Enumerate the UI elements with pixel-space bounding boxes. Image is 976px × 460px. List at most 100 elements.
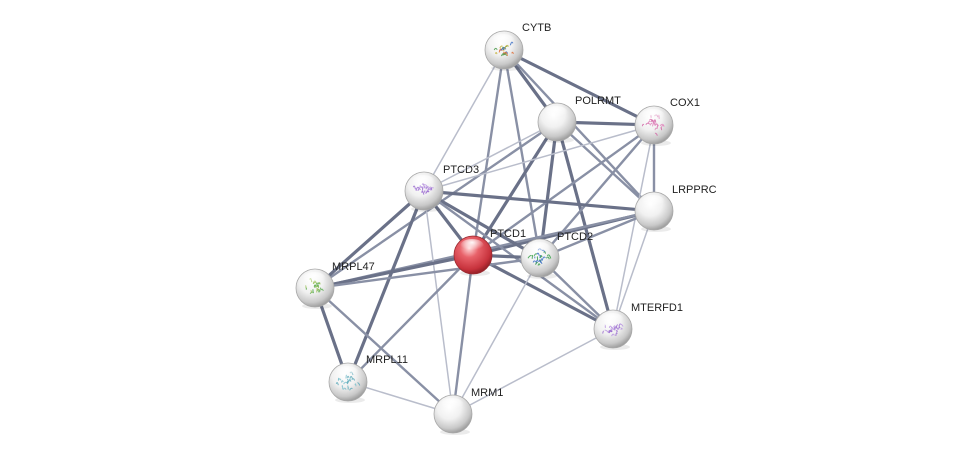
protein-structure-strand (424, 190, 426, 193)
edge-ptcd1-mrpl47[interactable] (313, 253, 475, 290)
protein-structure-strand (608, 330, 613, 334)
protein-structure-strand (541, 256, 546, 261)
node-highlight (491, 34, 515, 48)
node-label-mrpl47: MRPL47 (332, 261, 375, 273)
node-label-cox1: COX1 (670, 97, 700, 109)
node-mrpl47[interactable]: MRPL47 (295, 261, 375, 309)
protein-structure-strand (649, 122, 653, 126)
edge-cox1-ptcd3[interactable] (423, 124, 655, 192)
edge-ptcd1-mrpl11[interactable] (346, 253, 475, 384)
protein-structure-strand (535, 261, 539, 265)
edge-ptcd2-mrm1[interactable] (452, 257, 541, 415)
protein-structure-strand (615, 332, 618, 336)
protein-structure-strand (540, 258, 543, 261)
protein-structure-strand (537, 263, 541, 266)
node-label-mrpl11: MRPL11 (366, 354, 408, 366)
protein-structure-strand (610, 327, 615, 331)
protein-structure-strand (357, 382, 361, 386)
edge-ptcd3-mrpl11[interactable] (346, 189, 426, 384)
protein-structure-strand (310, 289, 313, 294)
edge-mterfd1-mrm1[interactable] (452, 328, 614, 415)
protein-structure-strand (337, 378, 342, 381)
protein-structure-strand (320, 288, 324, 292)
protein-structure-strand (511, 51, 514, 55)
edge-ptcd1-mterfd1[interactable] (471, 253, 615, 331)
node-label-ptcd3: PTCD3 (443, 164, 479, 176)
protein-structure-strand (342, 387, 347, 390)
protein-structure-strand (538, 260, 542, 263)
protein-structure-strand (620, 327, 623, 330)
protein-structure-strand (354, 383, 357, 387)
edge-lrpprc-mterfd1[interactable] (612, 210, 655, 330)
node-polrmt[interactable]: POLRMT (537, 95, 621, 143)
edge-cox1-ptcd1[interactable] (471, 123, 656, 257)
node-mterfd1[interactable]: MTERFD1 (593, 302, 683, 350)
protein-structure-strand (660, 126, 663, 131)
edge-cytb-lrpprc[interactable] (502, 48, 656, 213)
node-ptcd1[interactable]: PTCD1 (453, 228, 526, 276)
node-highlight (335, 366, 359, 380)
edge-lrpprc-ptcd3[interactable] (422, 189, 656, 213)
protein-structure-strand (527, 254, 532, 259)
protein-structure-strand (661, 124, 665, 128)
protein-structure-strand (340, 380, 344, 383)
node-mrm1[interactable]: MRM1 (433, 387, 503, 435)
protein-structure-strand (618, 326, 621, 330)
node-cytb[interactable]: CYTB (484, 22, 551, 71)
node-highlight (641, 195, 665, 209)
node-highlight (440, 398, 464, 412)
protein-structure-strand (502, 53, 508, 56)
protein-structure-strand (545, 256, 550, 260)
protein-structure-strand (645, 122, 651, 125)
protein-structure-strand (654, 132, 658, 136)
edge-polrmt-ptcd1[interactable] (471, 120, 559, 257)
edge-ptcd3-mrm1[interactable] (423, 190, 454, 415)
protein-structure-strand (616, 329, 618, 333)
node-lrpprc[interactable]: LRPPRC (634, 184, 717, 232)
node-label-mrm1: MRM1 (471, 387, 503, 399)
protein-structure-icon (335, 371, 361, 391)
protein-structure-strand (335, 382, 339, 386)
protein-structure-strand (531, 254, 534, 259)
node-label-ptcd2: PTCD2 (557, 231, 593, 243)
node-highlight (600, 313, 624, 327)
protein-structure-strand (500, 48, 505, 51)
edge-lrpprc-ptcd2[interactable] (538, 209, 656, 260)
protein-structure-strand (652, 122, 655, 127)
edge-cytb-cox1[interactable] (502, 48, 656, 127)
edge-cox1-mterfd1[interactable] (612, 124, 655, 330)
protein-structure-strand (417, 188, 421, 192)
edge-cytb-ptcd2[interactable] (502, 48, 542, 260)
edge-polrmt-lrpprc[interactable] (555, 120, 656, 213)
node-mrpl11[interactable]: MRPL11 (328, 354, 408, 403)
edge-ptcd2-mrpl47[interactable] (313, 256, 542, 290)
node-label-mterfd1: MTERFD1 (631, 302, 683, 314)
protein-structure-strand (641, 123, 645, 127)
edge-mrpl47-mrm1[interactable] (313, 286, 455, 416)
edge-ptcd1-mrm1[interactable] (451, 253, 475, 416)
protein-structure-strand (611, 333, 615, 337)
protein-structure-strand (504, 51, 508, 57)
node-label-ptcd1: PTCD1 (490, 228, 526, 240)
protein-structure-strand (654, 123, 659, 127)
node-ptcd3[interactable]: PTCD3 (404, 164, 479, 212)
node-highlight (527, 242, 551, 256)
edge-ptcd3-ptcd2[interactable] (422, 189, 542, 260)
protein-structure-strand (341, 385, 344, 390)
edge-cytb-ptcd3[interactable] (423, 49, 505, 192)
edge-polrmt-ptcd3[interactable] (423, 121, 558, 192)
node-highlight (641, 109, 665, 123)
protein-structure-strand (654, 127, 657, 131)
protein-structure-strand (604, 329, 610, 334)
edge-cox1-ptcd2[interactable] (538, 123, 656, 260)
node-highlight (460, 239, 484, 253)
protein-structure-strand (494, 52, 498, 55)
node-cox1[interactable]: COX1 (634, 97, 700, 146)
protein-structure-strand (425, 190, 430, 194)
protein-structure-strand (316, 288, 319, 293)
protein-structure-strand (532, 260, 537, 263)
edge-ptcd3-mrpl47[interactable] (313, 189, 426, 290)
node-ptcd2[interactable]: PTCD2 (520, 231, 593, 279)
protein-structure-strand (421, 190, 425, 195)
